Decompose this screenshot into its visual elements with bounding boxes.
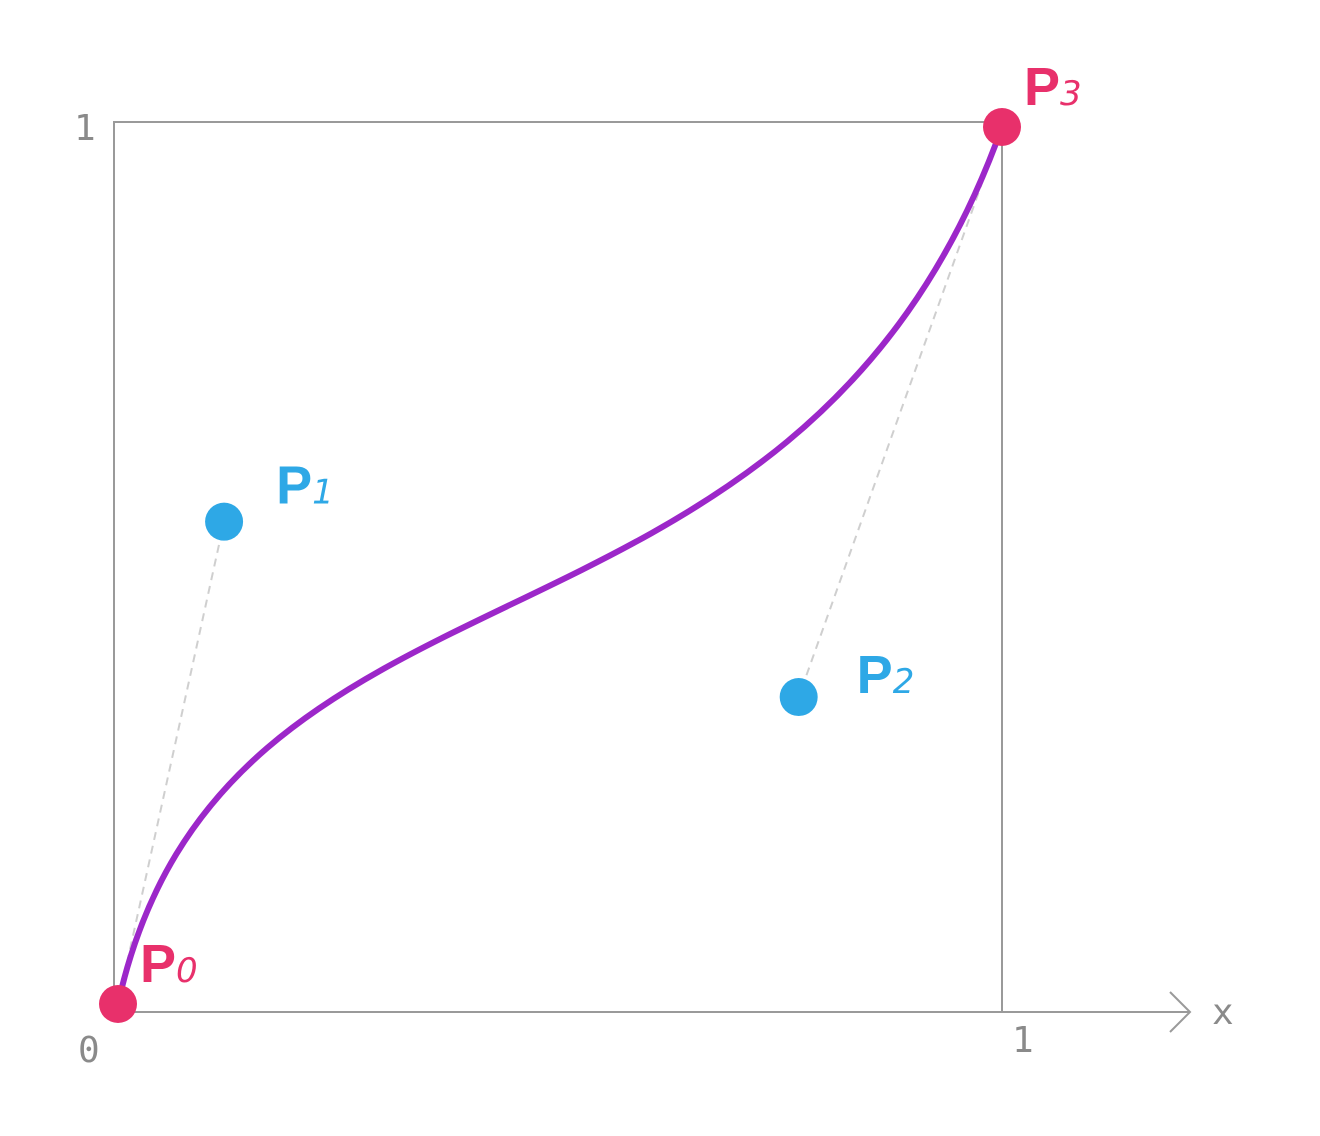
point-p0-letter: P: [140, 934, 176, 994]
point-p1-marker: [205, 502, 244, 541]
point-p1-letter: P: [276, 456, 312, 516]
point-p2-label: P2: [857, 645, 915, 705]
bezier-curve: [115, 124, 1005, 1007]
point-p2-index: 2: [893, 662, 915, 702]
point-p1-label: P1: [276, 456, 334, 516]
control-guide-line-p0-p1: [117, 521, 226, 1005]
control-guide-line-p3-p2: [797, 126, 1003, 698]
point-p3-letter: P: [1024, 57, 1060, 117]
origin-tick-label: 0: [78, 1030, 100, 1071]
point-p1-index: 1: [312, 473, 334, 513]
x-axis-arrowhead: [1169, 991, 1192, 1033]
point-p0-marker: [99, 985, 137, 1023]
y-tick-label-1: 1: [74, 108, 96, 149]
x-tick-label-1: 1: [1012, 1020, 1034, 1061]
point-p2-marker: [779, 678, 818, 717]
point-p3-marker: [983, 108, 1021, 146]
x-axis-label: x: [1212, 992, 1234, 1033]
point-p0-index: 0: [176, 951, 198, 991]
point-p0-label: P0: [140, 934, 198, 994]
unit-square-frame: [113, 121, 1003, 1013]
point-p3-label: P3: [1024, 57, 1082, 117]
point-p3-index: 3: [1060, 74, 1082, 114]
point-p2-letter: P: [857, 645, 893, 705]
